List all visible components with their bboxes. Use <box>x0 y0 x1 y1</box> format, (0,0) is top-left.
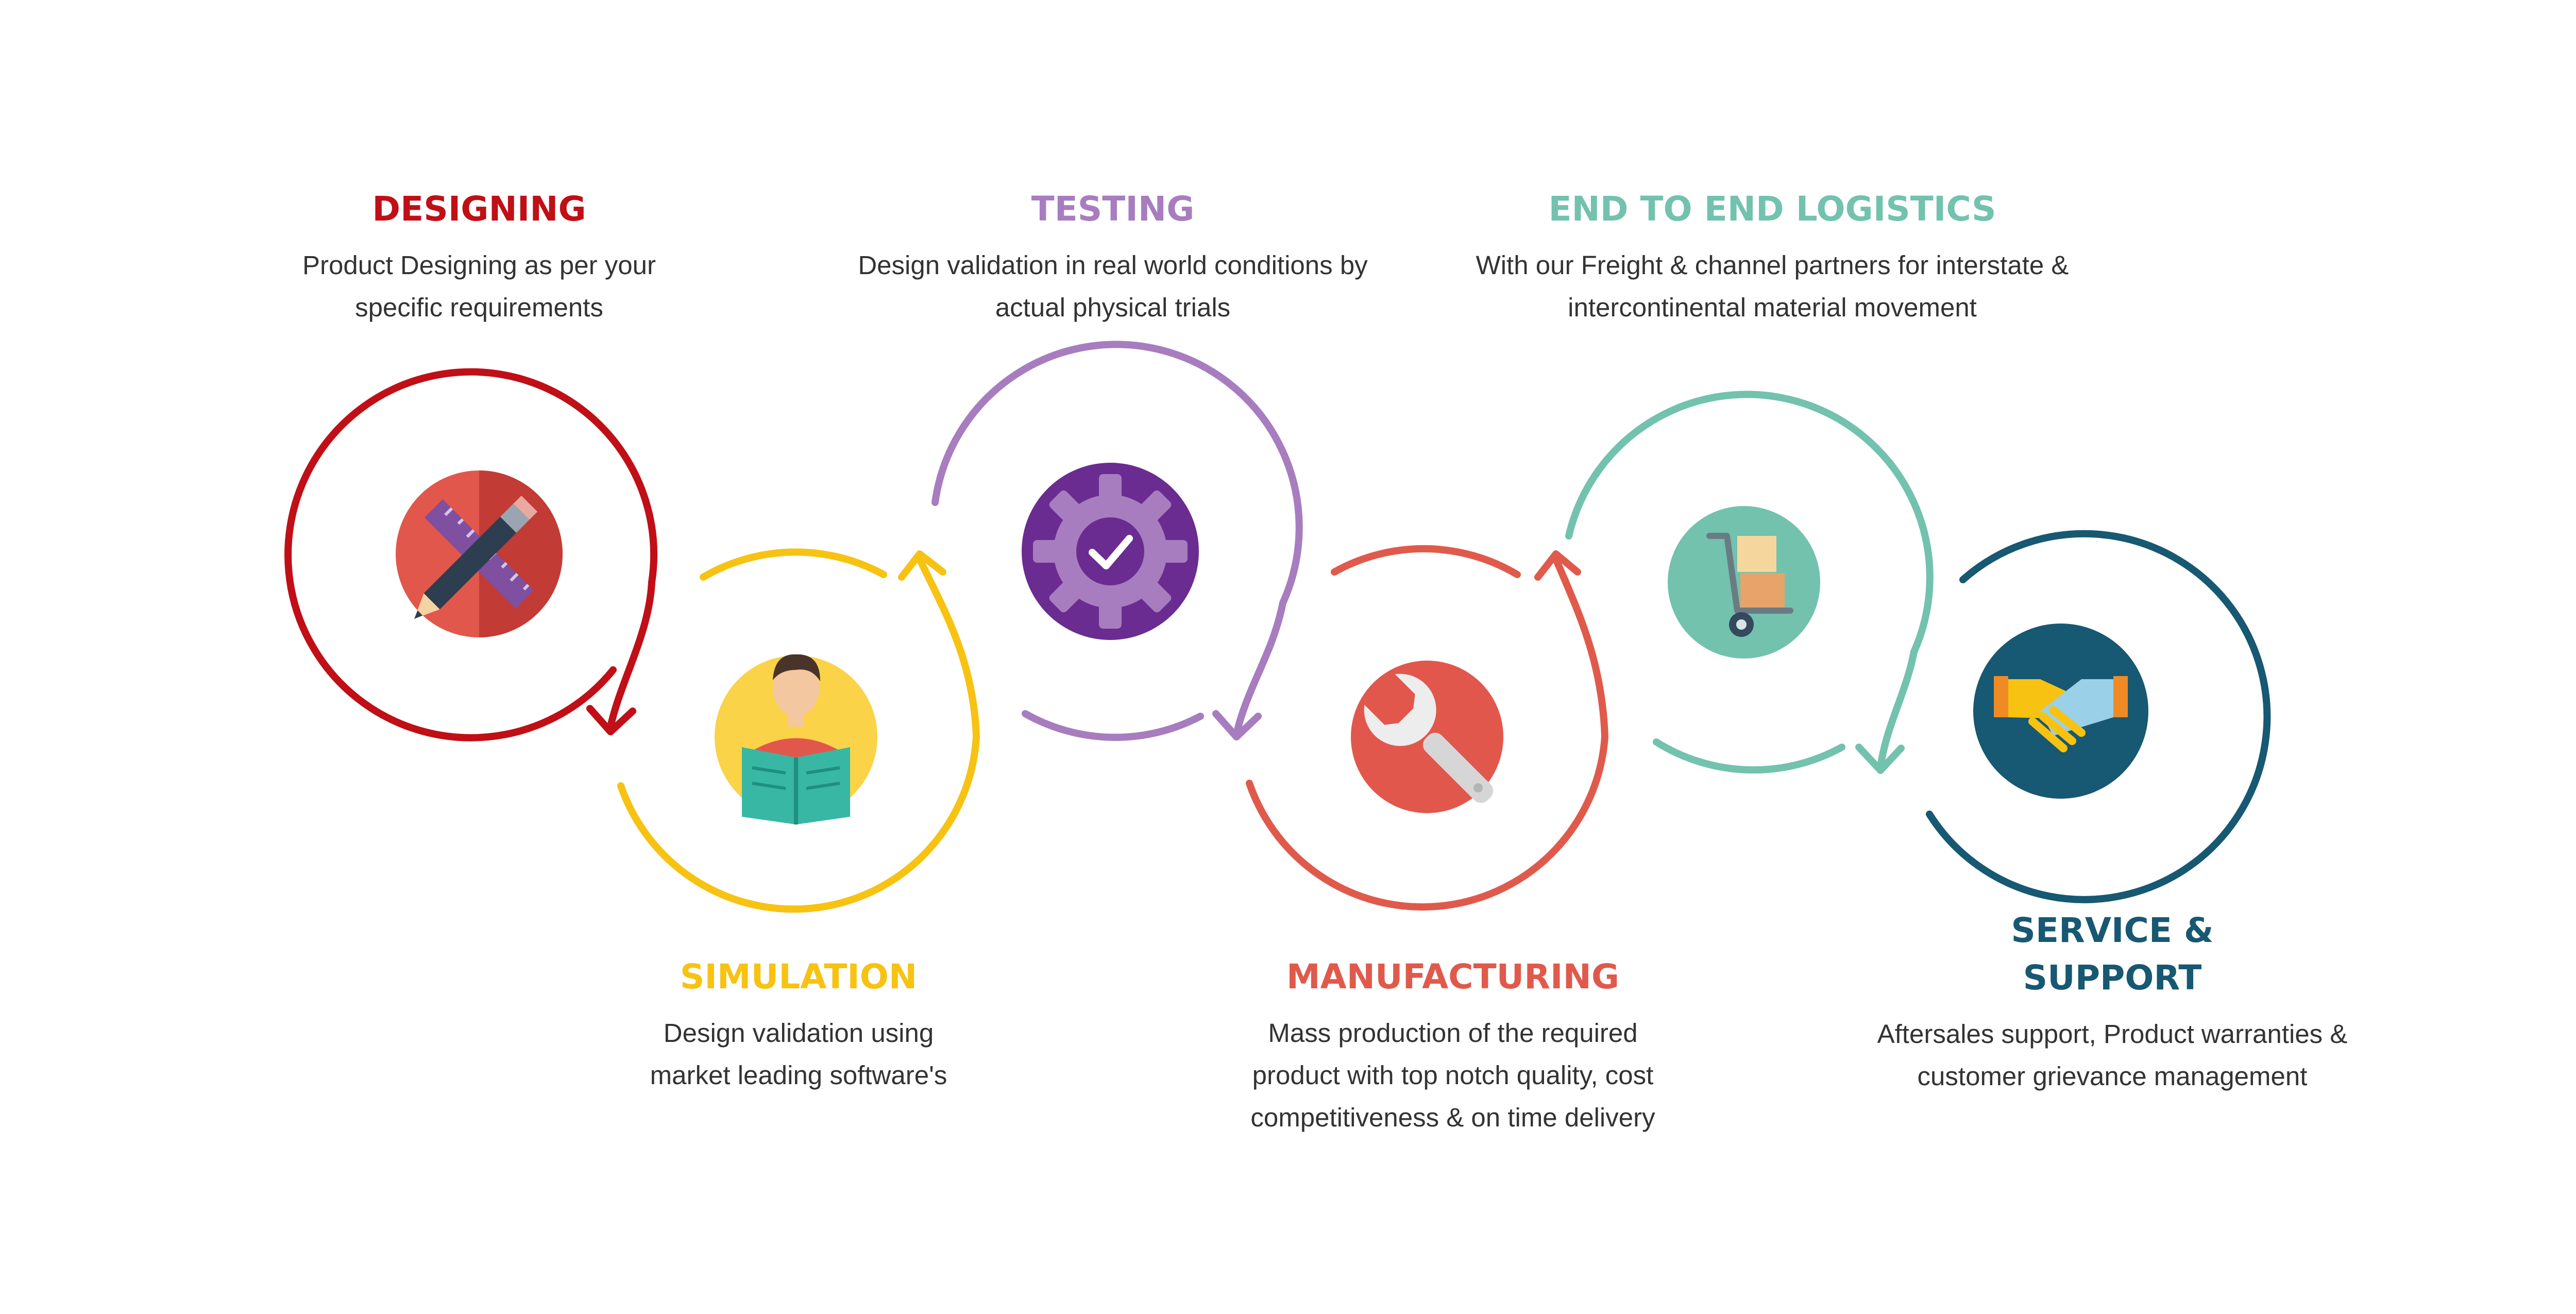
logistics-ring <box>1565 391 1934 774</box>
stage-designing: DESIGNING Product Designing as per your … <box>216 186 742 329</box>
wrench-icon <box>1351 661 1503 813</box>
stage-title-logistics: END TO END LOGISTICS <box>1548 189 1996 229</box>
stage-title-testing: TESTING <box>1031 189 1195 229</box>
stage-description-logistics: With our Freight & channel partners for … <box>1476 250 2069 322</box>
hand-truck-icon <box>1668 506 1820 659</box>
stage-service-support: SERVICE & SUPPORT Aftersales support, Pr… <box>1783 907 2442 1098</box>
person-reading-icon <box>715 654 877 824</box>
ruler-pencil-icon <box>396 470 563 637</box>
stage-description-manufacturing: Mass production of the required product … <box>1250 1018 1655 1132</box>
stage-title-manufacturing: MANUFACTURING <box>1286 957 1619 997</box>
stage-testing: TESTING Design validation in real world … <box>809 186 1417 329</box>
stage-title-service-support: SERVICE & SUPPORT <box>2011 911 2214 998</box>
manufacturing-ring <box>1246 545 1608 911</box>
stage-manufacturing: MANUFACTURING Mass production of the req… <box>1164 953 1741 1139</box>
designing-ring <box>284 368 657 742</box>
stage-description-simulation: Design validation using market leading s… <box>650 1018 947 1090</box>
stage-title-simulation: SIMULATION <box>680 957 918 997</box>
stage-simulation: SIMULATION Design validation using marke… <box>567 953 1030 1097</box>
gear-check-icon <box>1022 463 1199 640</box>
stage-description-designing: Product Designing as per your specific r… <box>302 250 656 322</box>
simulation-ring <box>617 548 980 913</box>
stage-logistics: END TO END LOGISTICS With our Freight & … <box>1401 186 2143 329</box>
handshake-icon <box>1973 624 2148 799</box>
stage-title-designing: DESIGNING <box>372 189 586 229</box>
stage-description-testing: Design validation in real world conditio… <box>858 250 1368 322</box>
stage-description-service-support: Aftersales support, Product warranties &… <box>1877 1019 2348 1091</box>
testing-ring <box>931 341 1303 741</box>
service-support-ring <box>1926 530 2271 903</box>
